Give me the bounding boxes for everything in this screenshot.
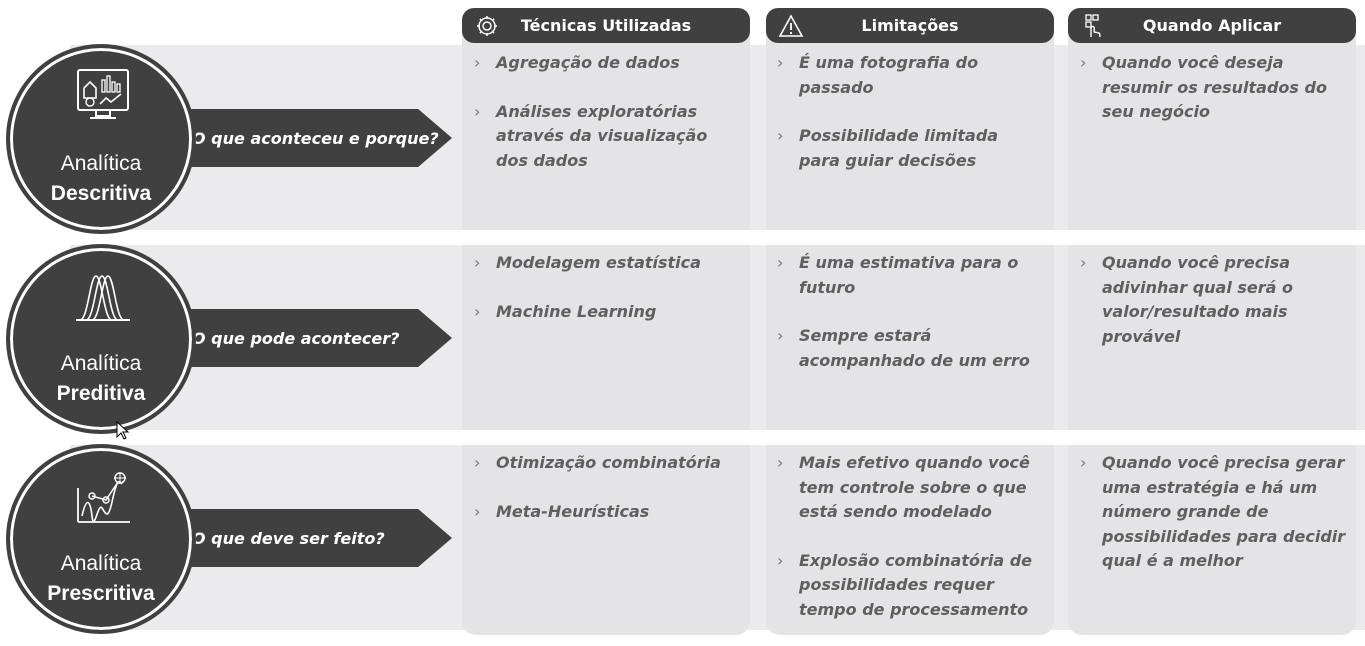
cell-limitacoes-preditiva: É uma estimativa para o futuro Sempre es… — [777, 251, 1042, 397]
dashboard-monitor-icon — [72, 66, 134, 128]
analytics-type-label: Analítica — [60, 352, 142, 375]
mouse-cursor-icon — [116, 420, 130, 441]
circle-prescritiva: Analítica Prescritiva — [6, 444, 196, 634]
question-arrow-prescritiva: O que deve ser feito? — [170, 509, 452, 567]
list-item: Agregação de dados — [474, 51, 734, 76]
analytics-type-label: Analítica — [60, 152, 142, 175]
list-item: Machine Learning — [474, 300, 734, 325]
cell-limitacoes-descritiva: É uma fotografia do passado Possibilidad… — [777, 51, 1042, 197]
header-label: Limitações — [861, 16, 959, 35]
analytics-type-name: Descritiva — [50, 182, 152, 205]
warning-icon — [778, 13, 804, 39]
touch-icon — [1080, 13, 1106, 39]
list-item: Análises exploratórias através da visual… — [474, 100, 734, 174]
cell-aplicar-prescritiva: Quando você precisa gerar uma estratégia… — [1080, 451, 1348, 598]
row-separator — [0, 430, 1365, 445]
list-item: Otimização combinatória — [474, 451, 734, 476]
row-separator — [0, 230, 1365, 245]
gear-icon — [474, 13, 500, 39]
list-item: Possibilidade limitada para guiar decisõ… — [777, 124, 1042, 173]
cell-aplicar-preditiva: Quando você precisa adivinhar qual será … — [1080, 251, 1348, 373]
cell-tecnicas-preditiva: Modelagem estatística Machine Learning — [474, 251, 734, 348]
header-limitacoes: Limitações — [766, 8, 1054, 43]
cell-tecnicas-prescritiva: Otimização combinatória Meta-Heurísticas — [474, 451, 734, 548]
question-text: O que pode acontecer? — [192, 328, 400, 348]
distribution-curves-icon — [72, 266, 134, 328]
question-arrow-preditiva: O que pode acontecer? — [170, 309, 452, 367]
cell-limitacoes-prescritiva: Mais efetivo quando você tem controle so… — [777, 451, 1042, 646]
column-limitacoes — [766, 10, 1054, 635]
list-item: Mais efetivo quando você tem controle so… — [777, 451, 1042, 525]
list-item: É uma fotografia do passado — [777, 51, 1042, 100]
list-item: Meta-Heurísticas — [474, 500, 734, 525]
question-text: O que deve ser feito? — [192, 528, 385, 548]
circle-descritiva: Analítica Descritiva — [6, 44, 196, 234]
optimization-icon — [72, 466, 134, 528]
header-label: Quando Aplicar — [1142, 16, 1282, 35]
analytics-type-label: Analítica — [60, 552, 142, 575]
cell-aplicar-descritiva: Quando você deseja resumir os resultados… — [1080, 51, 1348, 149]
circle-preditiva: Analítica Preditiva — [6, 244, 196, 434]
header-label: Técnicas Utilizadas — [520, 16, 692, 35]
header-tecnicas: Técnicas Utilizadas — [462, 8, 750, 43]
list-item: Sempre estará acompanhado de um erro — [777, 324, 1042, 373]
question-arrow-descritiva: O que aconteceu e porque? — [170, 109, 452, 167]
list-item: Explosão combinatória de possibilidades … — [777, 549, 1042, 623]
cell-tecnicas-descritiva: Agregação de dados Análises exploratória… — [474, 51, 734, 197]
question-text: O que aconteceu e porque? — [192, 128, 439, 148]
analytics-type-name: Prescritiva — [47, 582, 155, 605]
list-item: Modelagem estatística — [474, 251, 734, 276]
header-aplicar: Quando Aplicar — [1068, 8, 1356, 43]
list-item: Quando você deseja resumir os resultados… — [1080, 51, 1348, 125]
list-item: Quando você precisa gerar uma estratégia… — [1080, 451, 1348, 574]
list-item: Quando você precisa adivinhar qual será … — [1080, 251, 1348, 349]
analytics-type-name: Preditiva — [56, 382, 146, 405]
list-item: É uma estimativa para o futuro — [777, 251, 1042, 300]
